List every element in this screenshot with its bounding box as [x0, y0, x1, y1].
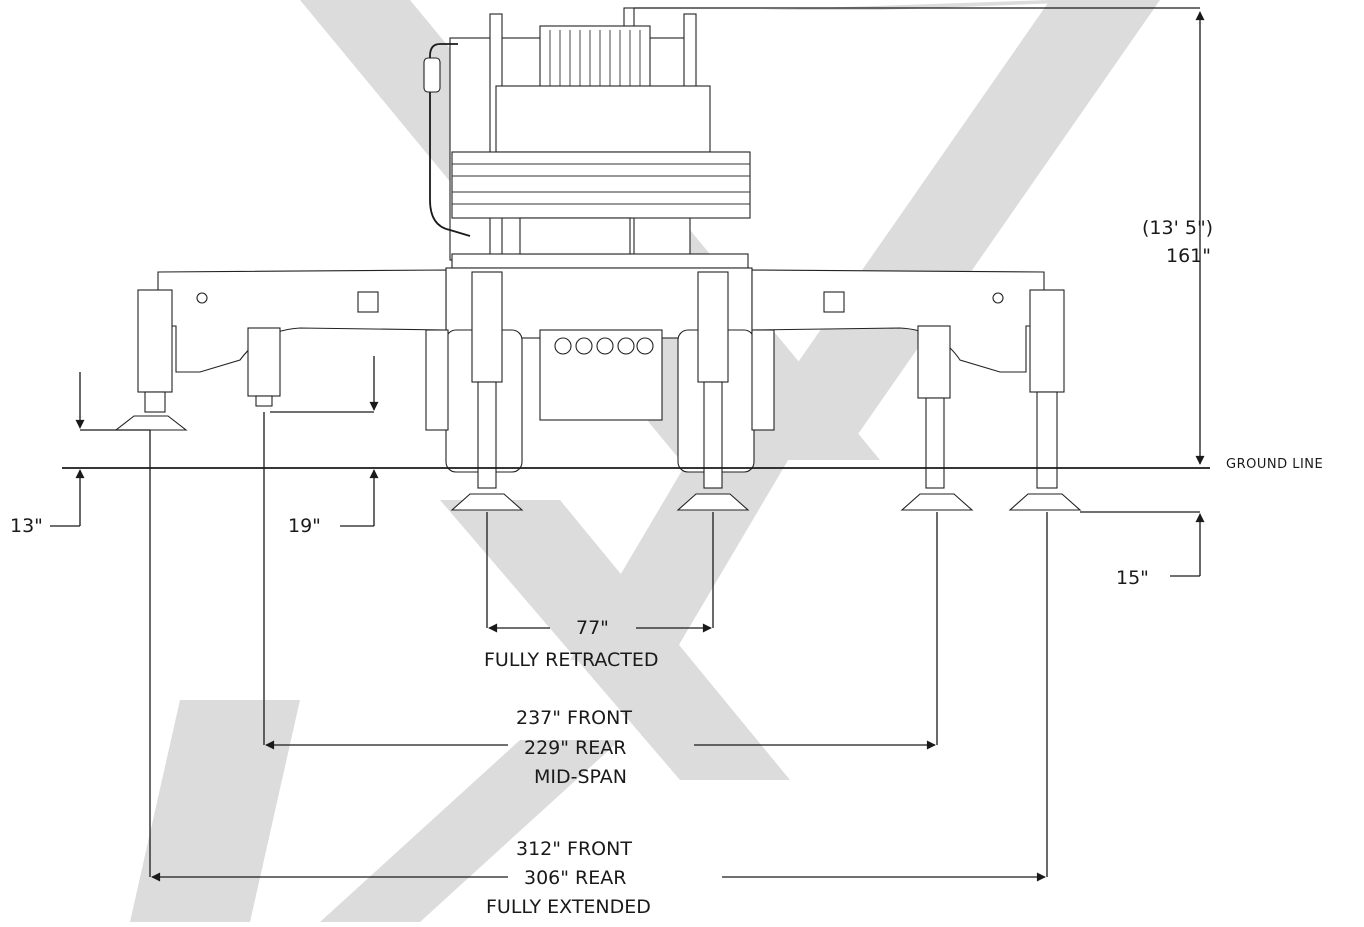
height-dimension: (13' 5") 161" [634, 7, 1213, 465]
jack-rod-mid-left [255, 395, 273, 407]
beam-left [157, 269, 447, 373]
mid-caption: MID-SPAN [534, 766, 627, 788]
dim-15-in: 15" [1080, 511, 1205, 589]
jack-rod-mid-right [925, 397, 945, 489]
turntable-plate [451, 253, 749, 269]
retracted-value: 77" [576, 617, 609, 639]
watermark-stroke-8 [570, 440, 800, 660]
fender-right [751, 329, 775, 431]
watermark-stroke-6 [130, 700, 300, 922]
dim-fully-extended: 312" FRONT 306" REAR FULLY EXTENDED [149, 430, 1048, 918]
float-pad-center-right [676, 493, 750, 511]
dim-mid-span: 237" FRONT 229" REAR MID-SPAN [263, 412, 938, 788]
dim-retracted: 77" FULLY RETRACTED [484, 512, 714, 671]
ext-caption: FULLY EXTENDED [486, 896, 651, 918]
retracted-caption: FULLY RETRACTED [484, 649, 659, 671]
ext-front-label: 312" FRONT [516, 838, 632, 860]
float-pad-far-right [1008, 493, 1082, 511]
jack-cylinder-far-left [137, 289, 173, 393]
float-pad-far-left [114, 415, 188, 431]
fender-left [425, 329, 449, 431]
hose-clamp [423, 57, 441, 93]
jack-rod-center-right [703, 381, 723, 489]
dim-13-label: 13" [10, 515, 43, 537]
outrigger-beams [157, 269, 1045, 373]
ext-rear-label: 306" REAR [524, 867, 626, 889]
ground-line-label: GROUND LINE [1226, 457, 1323, 472]
carrier-lights [554, 337, 654, 355]
winch-drum [539, 25, 651, 89]
jack-rod-far-left [144, 391, 166, 413]
bracket-left [357, 291, 379, 313]
jack-cylinder-far-right [1029, 289, 1065, 393]
jack-rod-far-right [1036, 391, 1058, 489]
hydraulic-hose [429, 43, 471, 237]
dim-19-in: 19" [270, 356, 379, 537]
slew-bearing [519, 217, 631, 255]
bracket-right [823, 291, 845, 313]
dim-19-label: 19" [288, 515, 321, 537]
float-pad-mid-right [900, 493, 974, 511]
boom-housing [495, 85, 711, 153]
jack-cylinder-mid-left [247, 327, 281, 397]
watermark-stroke-4 [730, 0, 1160, 460]
mid-rear-label: 229" REAR [524, 737, 626, 759]
dim-15-label: 15" [1116, 567, 1149, 589]
jack-cylinder-center-left [471, 271, 503, 383]
boom-section [451, 151, 751, 219]
height-inch-label: 161" [1166, 245, 1211, 267]
float-pad-center-left [450, 493, 524, 511]
mid-front-label: 237" FRONT [516, 707, 632, 729]
dim-13-in: 13" [10, 372, 150, 537]
crane-upper-structure [423, 7, 751, 269]
jack-cylinder-mid-right [917, 325, 951, 399]
jack-cylinder-center-right [697, 271, 729, 383]
outrigger-jacks [114, 271, 1082, 511]
jack-rod-center-left [477, 381, 497, 489]
height-feet-label: (13' 5") [1142, 217, 1213, 239]
